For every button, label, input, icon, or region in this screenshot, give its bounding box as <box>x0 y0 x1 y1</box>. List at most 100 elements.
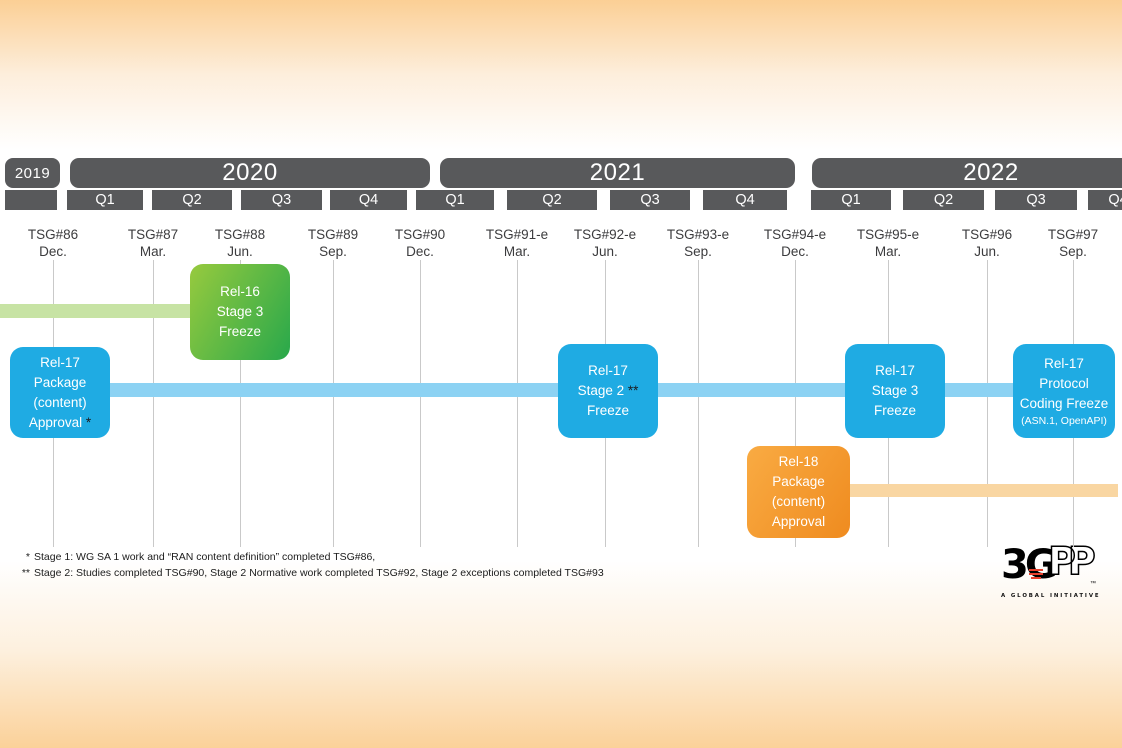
quarter-bar-q3-3: Q3 <box>241 190 322 210</box>
meeting-month: Dec. <box>39 244 67 259</box>
meeting-gridline <box>987 260 988 547</box>
quarter-bar-q3-7: Q3 <box>610 190 690 210</box>
meeting-name: TSG#87 <box>127 227 179 242</box>
footnote-marker-ref: ** <box>624 383 639 398</box>
footnote-text: Stage 2: Studies completed TSG#90, Stage… <box>34 567 604 579</box>
milestone-text-line: Stage 3 <box>216 304 264 319</box>
logo-pp-text: PP <box>1048 541 1095 583</box>
milestone-text-line: Package <box>772 474 825 489</box>
milestone-text-line: Coding Freeze <box>1019 396 1109 411</box>
year-bar-2020: 2020 <box>70 158 430 188</box>
quarter-bar-q2-10: Q2 <box>903 190 984 210</box>
milestone-text-line: Freeze <box>218 324 262 339</box>
footnotes: * Stage 1: WG SA 1 work and “RAN content … <box>12 549 604 581</box>
meeting-month: Mar. <box>874 244 902 259</box>
logo-3g-text: 3G <box>1001 542 1055 588</box>
milestone-text-line: Protocol <box>1039 376 1089 391</box>
milestone-text-line: Rel-16 <box>220 284 260 299</box>
footnote-marker: ** <box>21 567 30 579</box>
footnote: * Stage 1: WG SA 1 work and “RAN content … <box>12 549 604 565</box>
quarter-bar-blank-0 <box>5 190 57 210</box>
logo-tagline: A GLOBAL INITIATIVE <box>1001 593 1100 599</box>
meeting-name: TSG#96 <box>961 227 1013 242</box>
milestone-text-line: Freeze <box>586 403 630 418</box>
meeting-month: Mar. <box>503 244 531 259</box>
footnote-marker-ref: * <box>82 414 92 430</box>
meeting-month: Mar. <box>139 244 167 259</box>
milestone-text-line: (ASN.1, OpenAPI) <box>1021 415 1107 427</box>
logo-trademark: ™ <box>1090 580 1096 587</box>
release-line-rel-16 <box>0 304 192 318</box>
quarter-bar-q3-11: Q3 <box>995 190 1077 210</box>
footnote: ** Stage 2: Studies completed TSG#90, Sta… <box>12 565 604 581</box>
meeting-name: TSG#89 <box>307 227 359 242</box>
meeting-name: TSG#93-e <box>666 227 730 242</box>
quarter-bar-q1-5: Q1 <box>416 190 494 210</box>
quarter-bar-q1-9: Q1 <box>811 190 891 210</box>
milestone-text-line: Package <box>33 374 87 390</box>
milestone-text-line: Rel-17 <box>588 363 628 378</box>
year-bar-2022: 2022 <box>812 158 1122 188</box>
meeting-name: TSG#92-e <box>573 227 637 242</box>
milestone-text-line: Stage 2 ** <box>577 383 639 398</box>
year-bar-2019: 2019 <box>5 158 60 188</box>
meeting-name: TSG#88 <box>214 227 266 242</box>
milestone-text-line: (content) <box>33 394 87 410</box>
meeting-gridline <box>153 260 154 547</box>
logo-red-stripes <box>1029 569 1043 579</box>
quarter-bar-q4-8: Q4 <box>703 190 787 210</box>
meeting-month: Jun. <box>227 244 253 259</box>
meeting-month: Jun. <box>974 244 1000 259</box>
meeting-name: TSG#94-e <box>763 227 827 242</box>
meeting-gridline <box>517 260 518 547</box>
milestone-text-line: Rel-17 <box>875 363 915 378</box>
quarter-bar-q1-1: Q1 <box>67 190 143 210</box>
meeting-month: Sep. <box>684 244 712 259</box>
meeting-month: Jun. <box>592 244 618 259</box>
meeting-gridline <box>698 260 699 547</box>
meeting-name: TSG#86 <box>27 227 79 242</box>
milestone-text-line: Freeze <box>873 403 917 418</box>
meeting-gridline <box>795 260 796 547</box>
quarter-bar-q4-12: Q4 <box>1088 190 1122 210</box>
milestone-text-line: Approval * <box>28 414 92 430</box>
meeting-gridline <box>333 260 334 547</box>
year-bar-2021: 2021 <box>440 158 795 188</box>
release-line-rel-18 <box>850 484 1118 497</box>
milestone-text-line: Rel-17 <box>1044 356 1084 371</box>
meeting-month: Dec. <box>406 244 434 259</box>
meeting-gridline <box>420 260 421 547</box>
meeting-name: TSG#90 <box>394 227 446 242</box>
milestone-text-line: Rel-17 <box>40 354 80 370</box>
3gpp-logo: 3G PP ™ A GLOBAL INITIATIVE <box>1001 541 1100 599</box>
milestone-text-line: (content) <box>771 494 826 509</box>
meeting-name: TSG#97 <box>1047 227 1099 242</box>
footnote-marker: * <box>25 551 30 563</box>
milestone-text-line: Rel-18 <box>778 454 819 469</box>
milestone-text-line: Stage 3 <box>871 383 919 398</box>
meeting-month: Sep. <box>319 244 347 259</box>
footnote-text: Stage 1: WG SA 1 work and “RAN content d… <box>34 551 376 563</box>
meeting-name: TSG#91-e <box>485 227 549 242</box>
quarter-bar-q2-2: Q2 <box>152 190 232 210</box>
meeting-month: Sep. <box>1059 244 1087 259</box>
